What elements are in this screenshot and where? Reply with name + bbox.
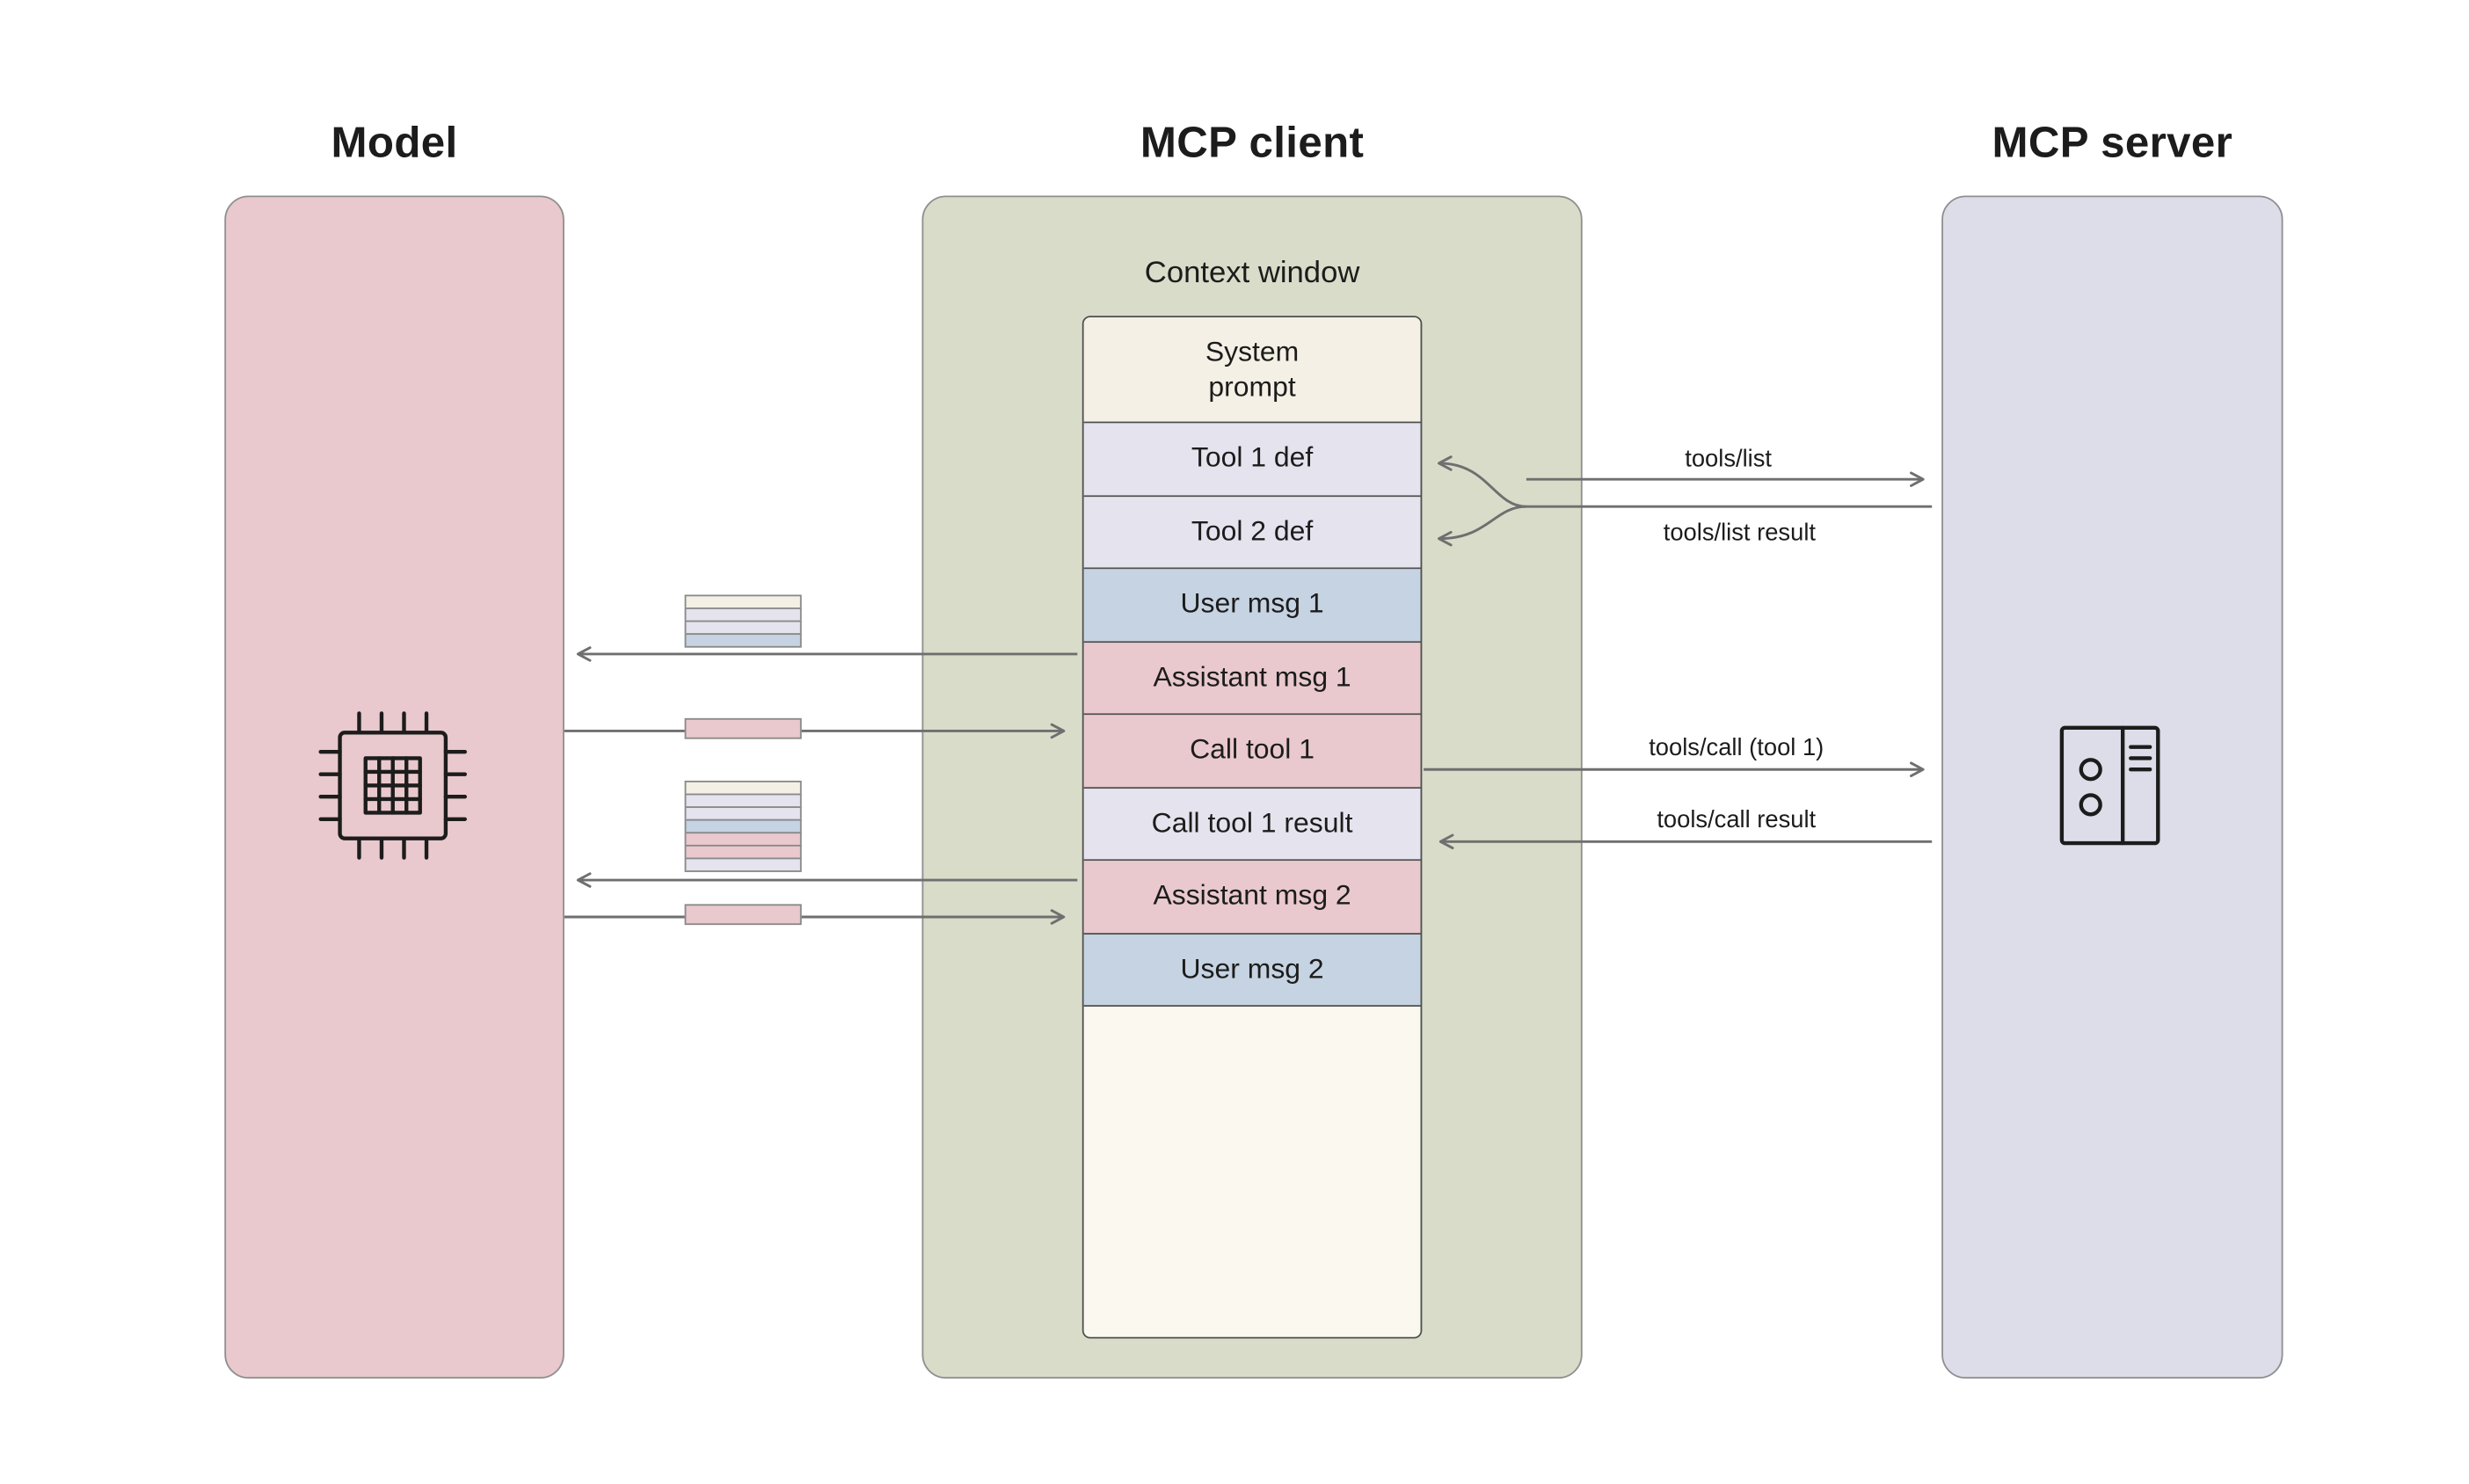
- context-row-label: Assistant msg 2: [1153, 878, 1351, 912]
- client-title: MCP client: [1140, 118, 1365, 167]
- context-row-label: Tool 2 def: [1191, 513, 1314, 547]
- context-row-assistant-msg-1: Assistant msg 1: [1083, 642, 1421, 716]
- context-row-system-prompt: System prompt: [1083, 317, 1421, 424]
- token-stack-to-model-1: [684, 594, 802, 648]
- context-row-call-tool-1-result: Call tool 1 result: [1083, 788, 1421, 862]
- context-row-tool-1-def: Tool 1 def: [1083, 423, 1421, 497]
- tools-call-result-label: tools/call result: [1657, 805, 1816, 833]
- tools-list-label: tools/list: [1685, 445, 1772, 472]
- server-icon: [2036, 712, 2184, 860]
- cpu-chip-icon: [304, 697, 481, 874]
- context-row-user-msg-2: User msg 2: [1083, 934, 1421, 1008]
- token-chip-from-model-2: [684, 904, 802, 926]
- context-row-label: User msg 2: [1180, 951, 1324, 985]
- token-chip: [684, 857, 802, 872]
- token-chip: [684, 633, 802, 648]
- context-row-label: Tool 1 def: [1191, 441, 1314, 474]
- context-window-box: System prompt Tool 1 def Tool 2 def User…: [1082, 316, 1423, 1339]
- context-row-tool-2-def: Tool 2 def: [1083, 496, 1421, 570]
- context-row-empty: [1083, 1007, 1421, 1337]
- server-panel: [1941, 195, 2283, 1379]
- context-row-label: User msg 1: [1180, 586, 1324, 620]
- context-row-call-tool-1: Call tool 1: [1083, 715, 1421, 789]
- context-row-label: Assistant msg 1: [1153, 659, 1351, 693]
- token-stack-to-model-2: [684, 780, 802, 872]
- server-title: MCP server: [1992, 118, 2233, 167]
- context-row-label: Call tool 1: [1190, 732, 1315, 766]
- context-row-label: Call tool 1 result: [1151, 805, 1353, 839]
- token-chip: [684, 717, 802, 739]
- token-chip-from-model-1: [684, 717, 802, 739]
- context-row-user-msg-1: User msg 1: [1083, 569, 1421, 643]
- tools-list-result-label: tools/list result: [1664, 518, 1817, 545]
- model-title: Model: [331, 118, 458, 167]
- context-row-assistant-msg-2: Assistant msg 2: [1083, 861, 1421, 935]
- tools-call-label: tools/call (tool 1): [1649, 733, 1824, 760]
- context-row-label: System prompt: [1205, 334, 1300, 402]
- token-chip: [684, 904, 802, 926]
- context-window-label: Context window: [1144, 256, 1360, 291]
